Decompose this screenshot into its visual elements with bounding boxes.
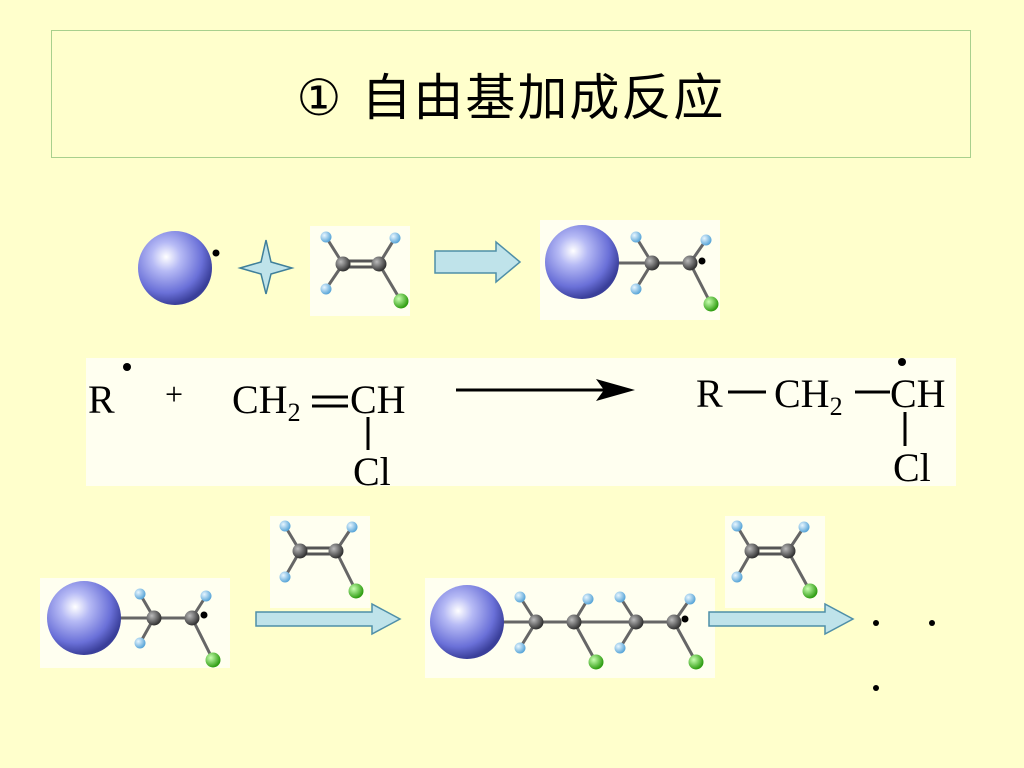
slide-title: ① 自由基加成反应 (296, 69, 726, 127)
monomer-formula: CH2 (232, 377, 301, 427)
reactant-radical: R (88, 377, 115, 422)
product-ch: CH (890, 371, 946, 416)
continuation-dots (873, 620, 935, 691)
growing-radical-2 (430, 585, 704, 670)
reaction-arrow-1 (434, 240, 522, 284)
product-substituent: Cl (893, 445, 931, 490)
monomer-model (320, 231, 409, 309)
monomer-substituent: Cl (353, 449, 391, 494)
product-r: R (696, 371, 723, 416)
radical-sphere (138, 231, 212, 305)
title-box: ① 自由基加成反应 (51, 30, 971, 158)
product-ch2: CH2 (774, 371, 843, 421)
equation-panel (86, 358, 956, 486)
star-icon (237, 239, 295, 295)
reactant-radical-dot (123, 363, 131, 371)
monomer-ch: CH (350, 377, 406, 422)
reaction-arrow-3 (708, 602, 855, 636)
product-radical-dot (898, 358, 906, 366)
monomer-model-3 (731, 520, 818, 599)
equation-arrow (456, 379, 635, 401)
product-model-1 (545, 225, 719, 312)
plus-sign: + (165, 376, 184, 412)
radical-dot (212, 249, 220, 257)
reaction-arrow-2 (255, 602, 402, 636)
monomer-model-2 (279, 520, 364, 599)
growing-radical-1 (47, 581, 221, 668)
double-bond (312, 395, 348, 408)
